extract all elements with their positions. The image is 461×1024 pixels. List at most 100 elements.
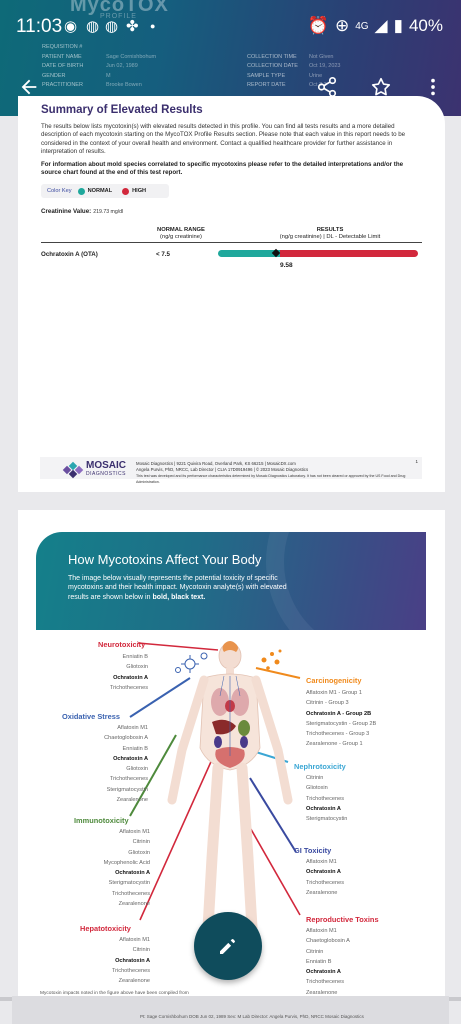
brand-subtitle: PROFILE [100,13,137,20]
human-body [167,641,293,934]
logo-name: MOSAIC [86,460,126,471]
field-value: Not Given [309,53,334,60]
color-key-high: HIGH [132,188,147,194]
mycotoxin-item: Trichothecenes [306,979,345,986]
group-title-carcinogenicity: Carcinogenicity [306,676,362,685]
mycotoxin-item: Enniatin B [122,654,149,660]
footnote-line: Mycotoxin impacts noted in the figure ab… [40,991,189,996]
arrow-left-icon [21,79,37,95]
group-list-hepatotoxicity: Aflatoxin M1 Citrinin Ochratoxin A Trich… [48,935,150,986]
group-title-gi-toxicity: GI Toxicity [294,846,332,855]
brand-title: MycoTOX [70,0,169,16]
mycotoxin-item-elevated: Ochratoxin A [113,755,148,762]
back-button[interactable] [12,70,46,104]
mycotoxin-item: Sterigmatocystin [108,880,150,887]
pinwheel-icon: ✤ [126,18,139,35]
field-label: COLLECTION TIME [247,53,297,60]
mycotoxin-item-elevated: Ochratoxin A [113,674,148,681]
mycotoxin-item: Citrinin - Group 3 [306,700,349,707]
mycotoxin-item: Citrinin [306,948,324,955]
effects-desc-bold: bold, black text. [152,593,206,601]
mycotoxin-item-elevated: Ochratoxin A [115,870,150,877]
favorite-button[interactable] [364,70,398,104]
share-button[interactable] [310,70,344,104]
group-list-reproductive: Aflatoxin M1 Chaetoglobosin A Citrinin E… [306,926,426,998]
mycotoxin-item: Trichothecenes [109,684,148,691]
battery-icon: ▮ [393,16,403,35]
mold-spore-icon [261,649,282,670]
high-dot-icon [122,187,130,195]
table-divider [41,242,422,243]
column-unit: (ng/g creatinine) | DL - Detectable Limi… [279,234,381,240]
share-icon [317,77,337,97]
mycotoxin-item-elevated: Ochratoxin A [115,957,150,964]
mycotoxin-item-elevated: Ochratoxin A [306,869,341,876]
mycotoxin-item: Chaetoglobosin A [104,735,148,742]
next-page-header-text: Pt: Sage Cornishbohum DOB Jun 02, 1989 S… [140,1014,364,1019]
mycotoxin-item: Citrinin [132,839,150,846]
mycotoxin-item: Trichothecenes [306,795,345,802]
field-value: Jun 02, 1989 [106,63,138,70]
logo-subtitle: DIAGNOSTICS [86,471,126,477]
field-label: GENDER [42,72,66,79]
summary-mold-note: For information about mold species corre… [41,161,404,177]
mycotoxin-item: Trichothecenes [109,776,148,783]
body-illustration [129,641,301,934]
pencil-icon [220,939,235,954]
field-label: REPORT DATE [247,82,286,89]
mycotoxin-item: Aflatoxin M1 [306,859,337,865]
summary-title: Summary of Elevated Results [41,104,203,116]
mycotoxin-item: Aflatoxin M1 [117,725,148,731]
report-page-summary: Summary of Elevated Results The results … [18,96,445,492]
mycotoxin-item: Zearalenone [306,989,338,996]
effects-title: How Mycotoxins Affect Your Body [68,552,262,567]
connector-oxidative [129,677,191,718]
data-saver-icon: ⊕ [334,16,350,35]
mycotoxin-item: Zearalenone - Group 1 [306,741,363,748]
mycotoxin-item: Enniatin B [122,745,149,752]
field-value: Oct 2 3 [309,82,327,89]
color-key-normal: NORMAL [87,188,113,194]
normal-dot-icon [77,187,85,195]
field-label: REQUISITION # [42,44,83,50]
group-list-oxidative-stress: Aflatoxin M1 Chaetoglobosin A Enniatin B… [48,723,148,805]
field-value: Sage Cornishbohum [106,53,157,60]
mycotoxin-item-elevated: Ochratoxin A [306,969,341,976]
dot-icon: ● [150,21,156,31]
mycotoxin-item: Mycophenolic Acid [103,859,150,866]
group-list-nephrotoxicity: Citrinin Gliotoxin Trichothecenes Ochrat… [306,773,426,824]
field-value: Oct 19, 2023 [309,63,341,70]
mycotoxin-item: Aflatoxin M1 [306,928,337,934]
group-list-immunotoxicity: Aflatoxin M1 Citrinin Gliotoxin Mycophen… [48,827,150,909]
effects-desc-text: The image below visually represents the … [68,575,287,601]
battery-level: 40% [408,16,443,35]
mycotoxin-item: Trichothecenes - Group 3 [306,731,370,738]
more-options-button[interactable] [416,70,450,104]
column-title: RESULTS [316,227,344,233]
creatinine-row: Creatinine Value:219.73 mg/dl [41,208,123,215]
mycotoxin-item: Gliotoxin [128,849,150,856]
network-type: 4G [355,20,369,32]
field-value: M [106,72,111,79]
color-key: Color Key NORMAL HIGH [41,184,169,198]
notification-icon: ◍ [86,18,100,35]
mycotoxin-item: Zearalenone [118,978,150,985]
mycotoxin-item: Gliotoxin [306,785,328,792]
creatinine-value: 219.73 mg/dl [93,209,124,215]
star-outline-icon [371,77,391,96]
summary-description: The results below lists mycotoxin(s) wit… [41,123,406,155]
creatinine-label: Creatinine Value: [41,208,92,215]
color-key-label: Color Key [47,188,72,194]
mycotoxin-item: Gliotoxin [126,766,148,773]
mycotoxin-item: Gliotoxin [126,664,148,671]
page-number: 1 [415,459,418,464]
edit-fab-button[interactable] [194,912,262,980]
field-label: SAMPLE TYPE [247,72,286,79]
mycotoxin-item: Aflatoxin M1 - Group 1 [306,690,362,696]
next-page-preview: Pt: Sage Cornishbohum DOB Jun 02, 1989 S… [12,996,449,1024]
alarm-icon: ⏰ [307,16,329,35]
group-title-nephrotoxicity: Nephrotoxicity [294,762,346,771]
mycotoxin-item: Sterigmatocystin [306,816,348,823]
